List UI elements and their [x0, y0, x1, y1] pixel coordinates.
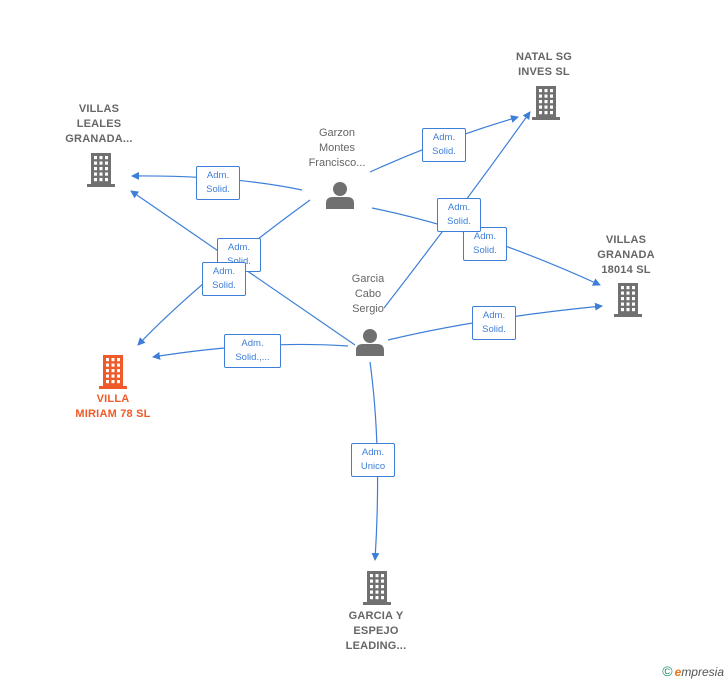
- edge-tag-line: Solid.: [206, 184, 230, 195]
- node-label-leales[interactable]: VILLAS LEALES GRANADA...: [54, 102, 144, 147]
- edge-tag-line: Adm.: [482, 310, 506, 321]
- node-label-natal[interactable]: NATAL SG INVES SL: [499, 50, 589, 80]
- edge-tag-garcia-to-granada18014[interactable]: Adm. Solid.: [472, 306, 516, 340]
- company-natal-building-icon[interactable]: [532, 86, 560, 120]
- copyright-symbol: ©: [662, 663, 673, 679]
- edge-tag-garcia-to-miriam[interactable]: Adm. Solid.,...: [224, 334, 281, 368]
- edge-garcia-to-leales: [130, 190, 356, 346]
- node-label-line: NATAL SG: [516, 51, 572, 63]
- edge-tag-garzon-to-natal[interactable]: Adm. Solid.: [422, 128, 466, 162]
- edge-tag-line: Solid.: [218, 255, 260, 269]
- node-label-line: VILLA: [96, 393, 130, 405]
- edge-tag-line: Unico: [360, 461, 386, 472]
- node-label-line: LEALES: [76, 118, 122, 130]
- node-label-line: MIRIAM 78 SL: [75, 408, 151, 420]
- node-label-line: Cabo: [354, 288, 382, 300]
- node-label-line: Garzon: [318, 127, 356, 139]
- node-label-line: Sergio: [352, 303, 384, 315]
- node-label-line: GRANADA: [597, 249, 655, 261]
- edge-tag-line: Adm.: [361, 447, 385, 458]
- brand-name: mpresia: [681, 665, 724, 679]
- edge-tag-line: Solid.: [432, 146, 456, 157]
- person-garcia-icon[interactable]: [356, 329, 384, 356]
- node-label-line: Francisco...: [308, 157, 366, 169]
- edge-tag-garcia-to-espejo[interactable]: Adm. Unico: [351, 443, 395, 477]
- edge-tag-line: Solid.,...: [235, 352, 270, 363]
- edge-tag-garzon-to-granada18014[interactable]: Adm. Solid.: [463, 227, 507, 261]
- edge-tag-line: Adm.: [212, 266, 236, 277]
- node-label-miriam[interactable]: VILLA MIRIAM 78 SL: [58, 392, 168, 422]
- node-label-line: 18014 SL: [601, 264, 651, 276]
- node-label-line: LEADING...: [345, 640, 407, 652]
- edge-tag-line: Solid.: [212, 280, 236, 291]
- edge-tag-garcia-to-leales[interactable]: Adm. Solid.: [202, 262, 246, 296]
- edge-tag-garcia-to-natal[interactable]: Adm. Solid.: [437, 198, 481, 232]
- node-label-line: GARCIA Y: [348, 610, 404, 622]
- edge-tag-line: Solid.: [473, 245, 497, 256]
- company-espejo-building-icon[interactable]: [363, 571, 391, 605]
- edge-tag-line: Adm.: [227, 242, 251, 253]
- node-label-line: ESPEJO: [353, 625, 399, 637]
- brand-initial: e: [674, 665, 682, 679]
- empresia-watermark: ©empresia: [662, 663, 724, 679]
- edge-tag-line: Solid.: [447, 216, 471, 227]
- edge-tag-line: Adm.: [241, 338, 264, 349]
- edge-tag-line: Adm.: [432, 132, 456, 143]
- company-miriam-building-icon[interactable]: [99, 355, 127, 389]
- company-leales-building-icon[interactable]: [87, 153, 115, 187]
- edge-tag-line: Adm.: [447, 202, 471, 213]
- node-label-line: GRANADA...: [65, 133, 133, 145]
- node-label-espejo[interactable]: GARCIA Y ESPEJO LEADING...: [331, 609, 421, 654]
- person-garzon-icon[interactable]: [326, 182, 354, 209]
- node-label-line: VILLAS: [78, 103, 120, 115]
- edge-tag-line: Adm.: [473, 231, 497, 242]
- node-label-line: VILLAS: [605, 234, 647, 246]
- node-label-line: INVES SL: [518, 66, 570, 78]
- node-label-line: Montes: [318, 142, 356, 154]
- node-label-granada18014[interactable]: VILLAS GRANADA 18014 SL: [581, 233, 671, 278]
- edge-tag-line: Adm.: [206, 170, 230, 181]
- edge-tag-line: Solid.: [482, 324, 506, 335]
- edge-tag-garzon-to-leales[interactable]: Adm. Solid.: [196, 166, 240, 200]
- node-label-line: Garcia: [351, 273, 385, 285]
- company-granada18014-building-icon[interactable]: [614, 283, 642, 317]
